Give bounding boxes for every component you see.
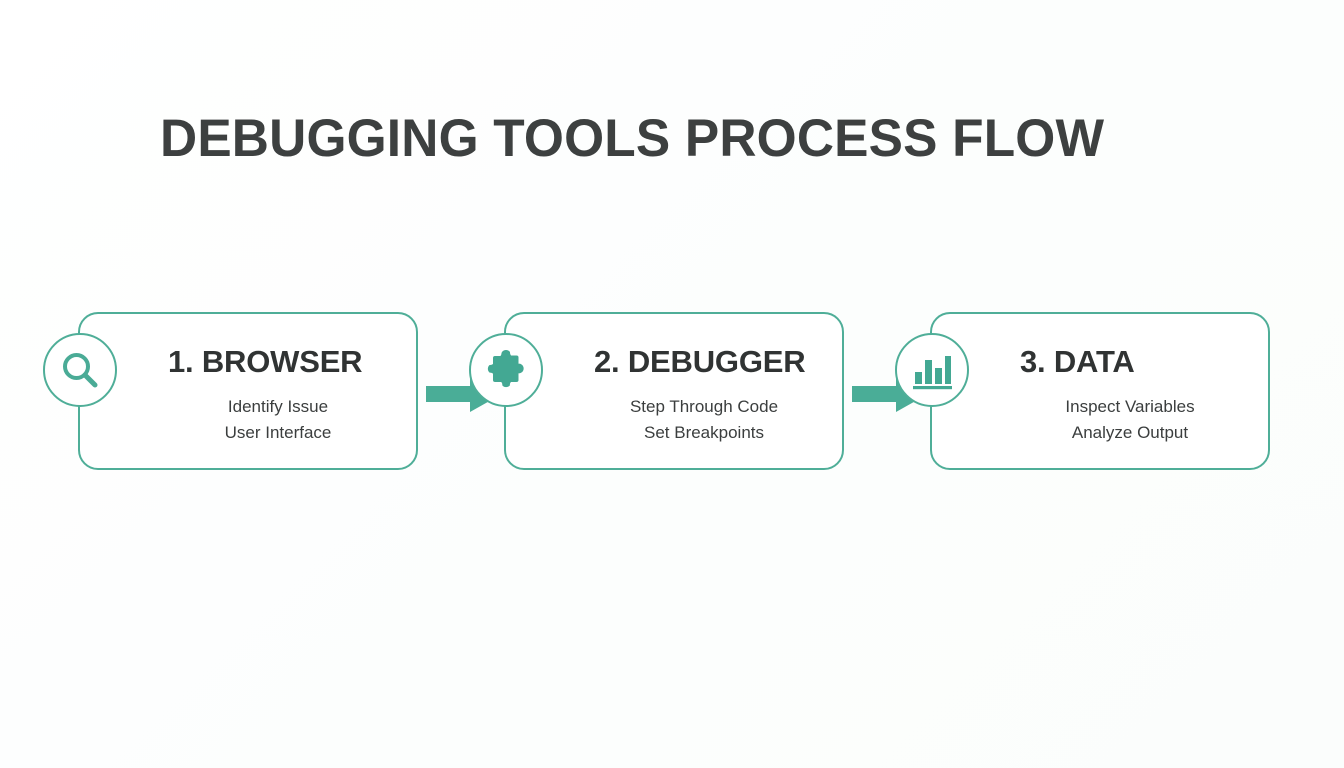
flow-step-line: Identify Issue [227, 397, 329, 416]
page-title: DEBUGGING TOOLS PROCESS FLOW [160, 109, 1105, 168]
flow-step-card-debugger[interactable]: 2. DEBUGGER Step Through Code Set Breakp… [469, 312, 844, 470]
flow-step-title: 2. DEBUGGER [594, 344, 806, 379]
bar-chart-icon [895, 333, 969, 407]
flow-step-card-data[interactable]: 3. DATA Inspect Variables Analyze Output [895, 312, 1270, 470]
puzzle-piece-icon [469, 333, 543, 407]
flow-step-line: Analyze Output [1071, 423, 1189, 442]
flow-step-body: Inspect Variables Analyze Output [1006, 394, 1254, 446]
flow-step-line: User Interface [224, 423, 332, 442]
flow-step-body: Step Through Code Set Breakpoints [580, 394, 828, 446]
flow-step-line: Inspect Variables [1065, 397, 1195, 416]
flow-step-title: 3. DATA [1020, 344, 1135, 379]
flow-step-card-browser[interactable]: 1. BROWSER Identify Issue User Interface [43, 312, 418, 470]
flow-step-line: Set Breakpoints [643, 423, 764, 442]
magnifying-glass-icon [43, 333, 117, 407]
flow-step-body: Identify Issue User Interface [154, 394, 402, 446]
flow-step-line: Step Through Code [629, 397, 779, 416]
process-flow-row: 1. BROWSER Identify Issue User Interface… [0, 312, 1344, 474]
flow-step-title: 1. BROWSER [168, 344, 363, 379]
